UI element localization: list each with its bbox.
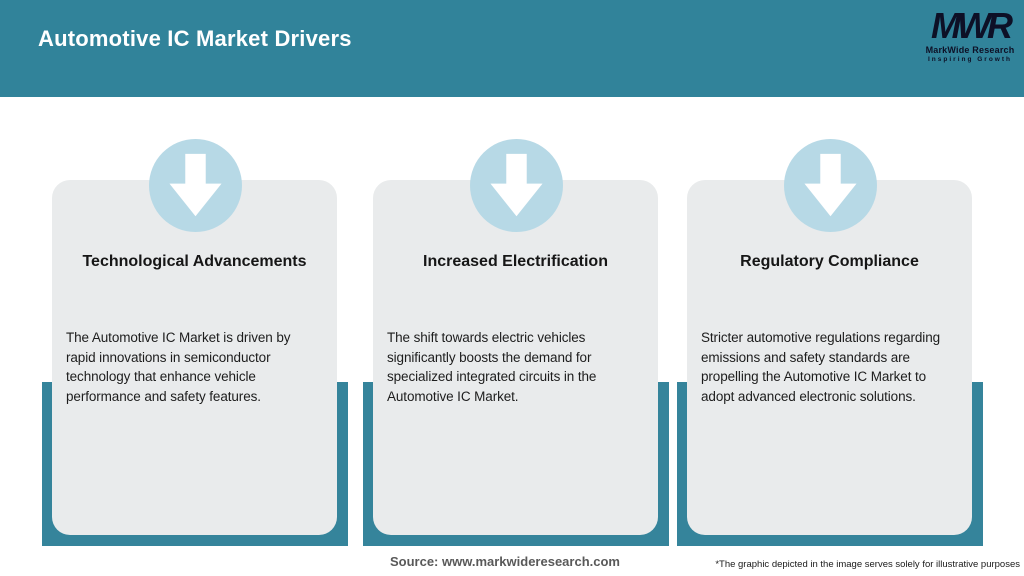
card-title: Increased Electrification bbox=[423, 253, 608, 270]
logo-tagline: Inspiring Growth bbox=[928, 56, 1012, 63]
driver-card-regulatory-compliance: Regulatory Compliance Stricter automotiv… bbox=[677, 139, 983, 546]
driver-card-increased-electrification: Increased Electrification The shift towa… bbox=[363, 139, 669, 546]
card-body: Increased Electrification The shift towa… bbox=[373, 180, 658, 535]
logo-monogram: MWR bbox=[931, 5, 1013, 46]
card-description: The Automotive IC Market is driven by ra… bbox=[66, 330, 291, 404]
header-band: Automotive IC Market Drivers MWR MarkWid… bbox=[0, 0, 1024, 97]
driver-card-technological-advancements: Technological Advancements The Automotiv… bbox=[42, 139, 348, 546]
card-body: Technological Advancements The Automotiv… bbox=[52, 180, 337, 535]
card-description: Stricter automotive regulations regardin… bbox=[701, 330, 941, 404]
down-arrow-icon bbox=[784, 139, 877, 232]
page-title: Automotive IC Market Drivers bbox=[38, 26, 352, 51]
card-body: Regulatory Compliance Stricter automotiv… bbox=[687, 180, 972, 535]
markwide-research-logo: MWR MarkWide Research Inspiring Growth bbox=[920, 8, 1020, 64]
source-text: Source: www.markwideresearch.com bbox=[389, 554, 620, 569]
disclaimer-text: *The graphic depicted in the image serve… bbox=[715, 559, 1020, 570]
logo-name: MarkWide Research bbox=[925, 45, 1015, 55]
down-arrow-icon bbox=[149, 139, 242, 232]
card-title: Regulatory Compliance bbox=[740, 253, 919, 270]
card-title: Technological Advancements bbox=[82, 253, 307, 270]
down-arrow-icon bbox=[470, 139, 563, 232]
card-description: The shift towards electric vehicles sign… bbox=[387, 330, 597, 404]
